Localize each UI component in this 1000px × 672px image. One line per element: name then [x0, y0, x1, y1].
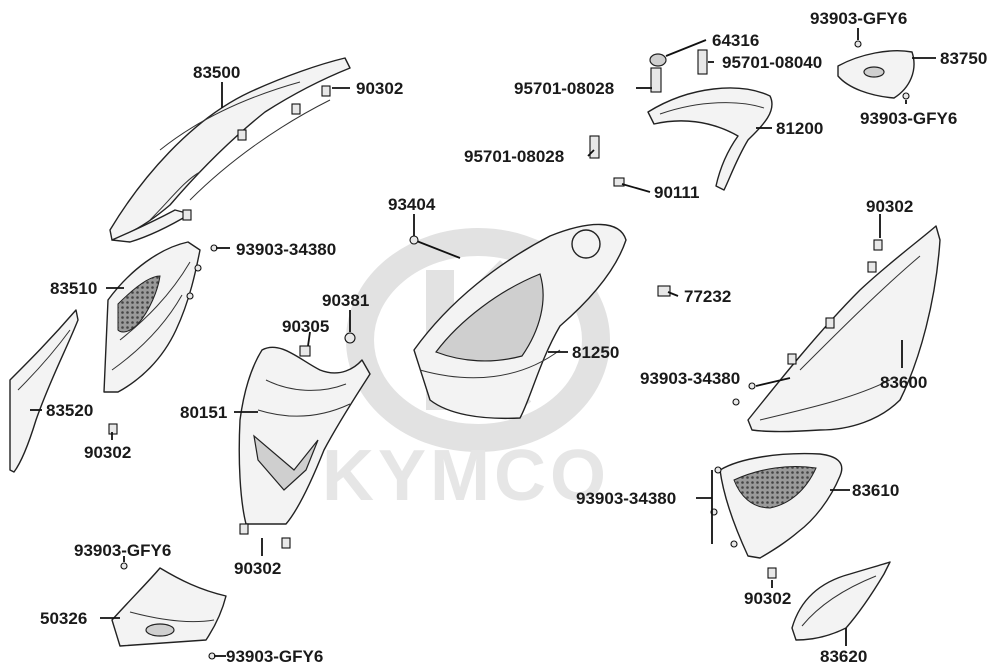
- callout-93903-34380-left: 93903-34380: [236, 240, 336, 259]
- clip-90302-left: [108, 423, 118, 435]
- screws-93903-34380-right: [732, 382, 756, 406]
- callout-90302-lower: 90302: [744, 589, 791, 608]
- callout-93903-gfy6-a: 93903-GFY6: [74, 541, 171, 560]
- callout-93903-34380-lower: 93903-34380: [576, 489, 676, 508]
- part-83750-rear-cover[interactable]: [837, 50, 915, 99]
- screw-93903-gfy6-d: [902, 92, 910, 100]
- part-83520-trim-strip[interactable]: [9, 309, 79, 473]
- callout-90111: 90111: [654, 183, 699, 202]
- screw-93903-gfy6-c: [854, 40, 862, 48]
- callout-83600: 83600: [880, 373, 927, 392]
- bracket-77232: [657, 285, 671, 297]
- screws-93903-34380-lower: [710, 466, 738, 548]
- callout-83620: 83620: [820, 647, 867, 666]
- leader-lines: [30, 28, 936, 657]
- callout-90302-top: 90302: [356, 79, 403, 98]
- callout-93903-gfy6-b: 93903-GFY6: [226, 647, 323, 666]
- part-80151-inner-cover[interactable]: [238, 346, 371, 525]
- clips-90302-bottom: [239, 523, 291, 549]
- part-83600-side-cover[interactable]: [747, 225, 941, 433]
- callout-64316: 64316: [712, 31, 759, 50]
- clip-90111: [613, 177, 625, 187]
- watermark-ring: [346, 228, 610, 452]
- callout-90381: 90381: [322, 291, 369, 310]
- callout-83520: 83520: [46, 401, 93, 420]
- callout-95701-08040: 95701-08040: [722, 53, 822, 72]
- callout-90302-left: 90302: [84, 443, 131, 462]
- callout-90302-right: 90302: [866, 197, 913, 216]
- callout-50326: 50326: [40, 609, 87, 628]
- bolts-95701: [589, 49, 708, 159]
- part-83610-side-panel[interactable]: [719, 452, 843, 559]
- clips-90302-top: [182, 85, 331, 221]
- clips-90302-right: [787, 239, 883, 365]
- callout-95701-08028-b: 95701-08028: [464, 147, 564, 166]
- callout-93903-34380-right: 93903-34380: [640, 369, 740, 388]
- screw-93903-gfy6-a: [120, 562, 128, 570]
- callout-90302-bottom: 90302: [234, 559, 281, 578]
- part-83500-side-cover[interactable]: [109, 57, 351, 243]
- callout-81250: 81250: [572, 343, 619, 362]
- callout-80151: 80151: [180, 403, 227, 422]
- callout-90305: 90305: [282, 317, 329, 336]
- clip-90302-lower: [767, 567, 777, 579]
- cap-64316: [649, 53, 667, 67]
- callout-93404: 93404: [388, 195, 436, 214]
- watermark-brand-text: KYMCO: [322, 436, 610, 516]
- callout-83500: 83500: [193, 63, 240, 82]
- callout-83510: 83510: [50, 279, 97, 298]
- part-83620-trim[interactable]: [791, 561, 891, 641]
- screws-93903-34380-left: [186, 244, 218, 300]
- callout-93903-gfy6-c: 93903-GFY6: [810, 9, 907, 28]
- part-81250-helmet-box[interactable]: [413, 223, 627, 420]
- callout-77232: 77232: [684, 287, 731, 306]
- part-50326-floor-tray[interactable]: [111, 567, 227, 647]
- callout-81200: 81200: [776, 119, 823, 138]
- fasteners-90381-90305: [299, 332, 356, 357]
- part-83510-side-panel[interactable]: [103, 241, 201, 393]
- callout-93903-gfy6-d: 93903-GFY6: [860, 109, 957, 128]
- part-81200-grab-rail[interactable]: [647, 87, 773, 191]
- callout-83750: 83750: [940, 49, 987, 68]
- bolt-93404: [409, 235, 461, 259]
- callout-83610: 83610: [852, 481, 899, 500]
- part-number-labels: 83500 90302 93903-34380 83510 83520 9030…: [40, 9, 987, 666]
- callout-95701-08028-a: 95701-08028: [514, 79, 614, 98]
